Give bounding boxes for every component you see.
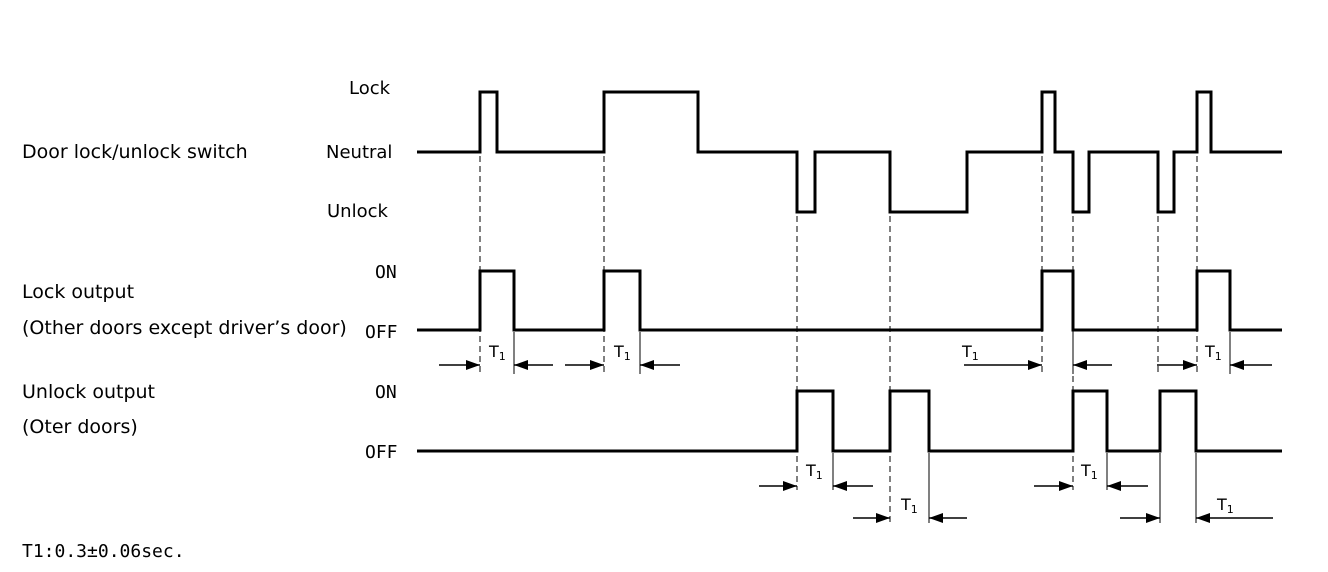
- lock-output-sublabel: (Other doors except driver’s door): [22, 317, 347, 339]
- svg-text:T1: T1: [488, 342, 506, 363]
- t1-dimension-unlock-1: T1: [759, 461, 873, 491]
- level-lock-label: Lock: [349, 78, 391, 99]
- switch-waveform: [417, 90, 1282, 214]
- unlock-output-label: Unlock output: [22, 381, 155, 403]
- svg-text:T1: T1: [613, 342, 631, 363]
- t1-label: T: [805, 461, 816, 480]
- level-neutral-label: Neutral: [326, 142, 392, 163]
- svg-text:T1: T1: [805, 461, 823, 482]
- switch-signal-label: Door lock/unlock switch: [22, 141, 248, 163]
- t1-label: T: [1080, 461, 1091, 480]
- unlock-output-off-label: OFF: [365, 442, 398, 463]
- t1-dimension-unlock-4: T1: [1120, 495, 1273, 523]
- t1-label: T: [613, 342, 624, 361]
- t1-label: T: [1216, 495, 1227, 514]
- timing-note: T1:0.3±0.06sec.: [22, 541, 185, 562]
- t1-label: T: [1204, 342, 1215, 361]
- extension-lines: [513, 332, 1231, 523]
- alignment-lines: [479, 156, 1198, 523]
- svg-text:T1: T1: [900, 495, 918, 516]
- lock-output-off-label: OFF: [365, 322, 398, 343]
- t1-dimension-lock-2: T1: [565, 342, 680, 370]
- t1-label: T: [961, 342, 972, 361]
- t1-label: T: [900, 495, 911, 514]
- t1-dimension-unlock-3: T1: [1034, 461, 1148, 491]
- unlock-output-waveform: [417, 389, 1282, 453]
- t1-dimension-lock-4: T1: [1157, 342, 1272, 370]
- svg-text:T1: T1: [961, 342, 979, 363]
- unlock-output-sublabel: (Oter doors): [22, 416, 138, 438]
- svg-text:T1: T1: [1204, 342, 1222, 363]
- lock-output-on-label: ON: [375, 262, 397, 283]
- lock-output-label: Lock output: [22, 281, 134, 303]
- level-unlock-label: Unlock: [327, 201, 388, 222]
- t1-label: T: [488, 342, 499, 361]
- t1-dimension-lock-3: T1: [961, 342, 1112, 370]
- lock-output-waveform: [417, 269, 1282, 332]
- unlock-output-on-label: ON: [375, 382, 397, 403]
- svg-text:T1: T1: [1216, 495, 1234, 516]
- t1-dimension-lock-1: T1: [439, 342, 553, 370]
- svg-text:T1: T1: [1080, 461, 1098, 482]
- t1-dimension-unlock-2: T1: [853, 495, 967, 523]
